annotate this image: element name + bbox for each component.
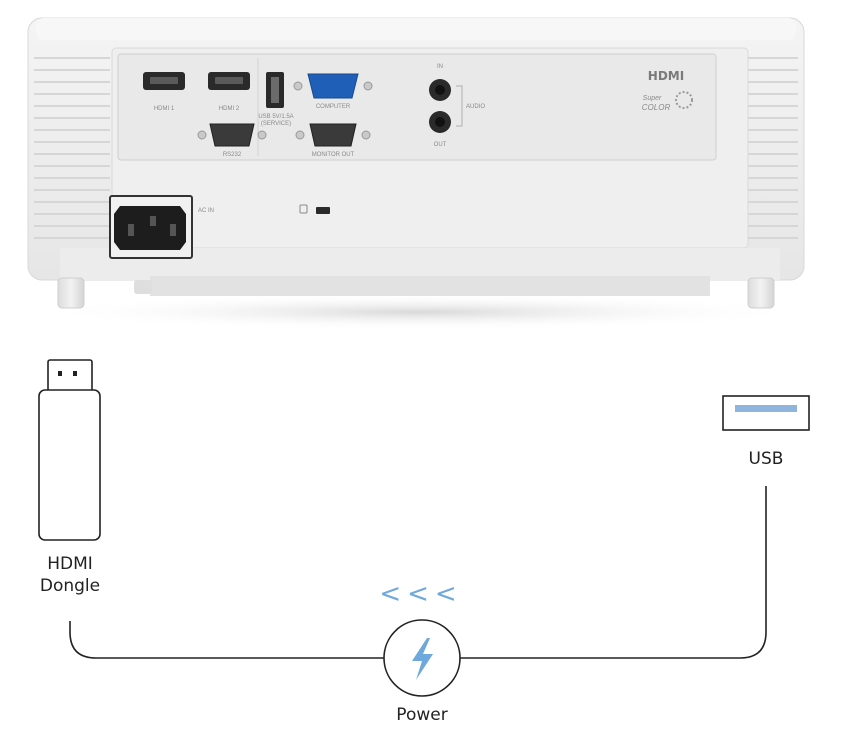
usb-icon (722, 395, 810, 431)
lightning-icon (412, 638, 433, 680)
projector-top-lip (36, 18, 796, 40)
computer-label: COMPUTER (316, 104, 351, 110)
usb-port-sublabel: (SERVICE) (261, 121, 291, 127)
power-node (383, 619, 461, 697)
computer-vga-port: COMPUTER (293, 73, 373, 110)
audio-out-label: OUT (434, 142, 447, 148)
rear-foot (134, 280, 152, 294)
projector-underside (150, 276, 710, 296)
audio-in-label: IN (437, 64, 443, 70)
direction-arrows: <<< (379, 579, 462, 609)
ac-inlet: AC IN (109, 195, 214, 259)
hdmi2-port: HDMI 2 (208, 72, 250, 112)
audio-label: AUDIO (466, 104, 485, 110)
monitor-out-label: MONITOR OUT (312, 152, 355, 158)
color-wheel-icon (675, 91, 693, 109)
ac-in-label: AC IN (198, 208, 214, 214)
connection-line (69, 486, 767, 659)
hdmi1-port: HDMI 1 (143, 72, 185, 112)
audio-ports: IN AUDIO OUT (429, 64, 485, 148)
dongle-label-line2: Dongle (39, 576, 101, 596)
projector: HDMI 1 HDMI 2 USB 5V/1.5A (SERVICE) COMP… (27, 17, 810, 330)
io-panel (117, 53, 717, 161)
power-caption: Power (396, 705, 448, 725)
left-foot (57, 277, 85, 309)
right-foot (747, 277, 775, 309)
svg-text:HDMI: HDMI (648, 69, 684, 83)
super-color-logo: Super COLOR (642, 91, 693, 112)
hdmi1-label: HDMI 1 (154, 106, 175, 112)
usb-port: USB 5V/1.5A (SERVICE) (258, 72, 294, 127)
monitor-out-port: MONITOR OUT (295, 123, 371, 158)
hdmi-logo: HDMI (648, 69, 684, 83)
svg-text:COLOR: COLOR (642, 103, 671, 112)
usb-port-label: USB 5V/1.5A (258, 114, 293, 120)
kensington-lock (299, 204, 330, 214)
rs232-label: RS232 (223, 152, 242, 158)
hdmi2-label: HDMI 2 (219, 106, 240, 112)
dongle-label-line1: HDMI (47, 554, 93, 574)
svg-text:Super: Super (643, 95, 662, 102)
hdmi-dongle-icon (38, 359, 101, 541)
dongle-caption: HDMI Dongle (20, 553, 120, 597)
left-vent (34, 57, 110, 239)
projector-shadow (30, 294, 810, 330)
rs232-port: RS232 (197, 123, 267, 158)
usb-caption: USB (748, 449, 784, 469)
